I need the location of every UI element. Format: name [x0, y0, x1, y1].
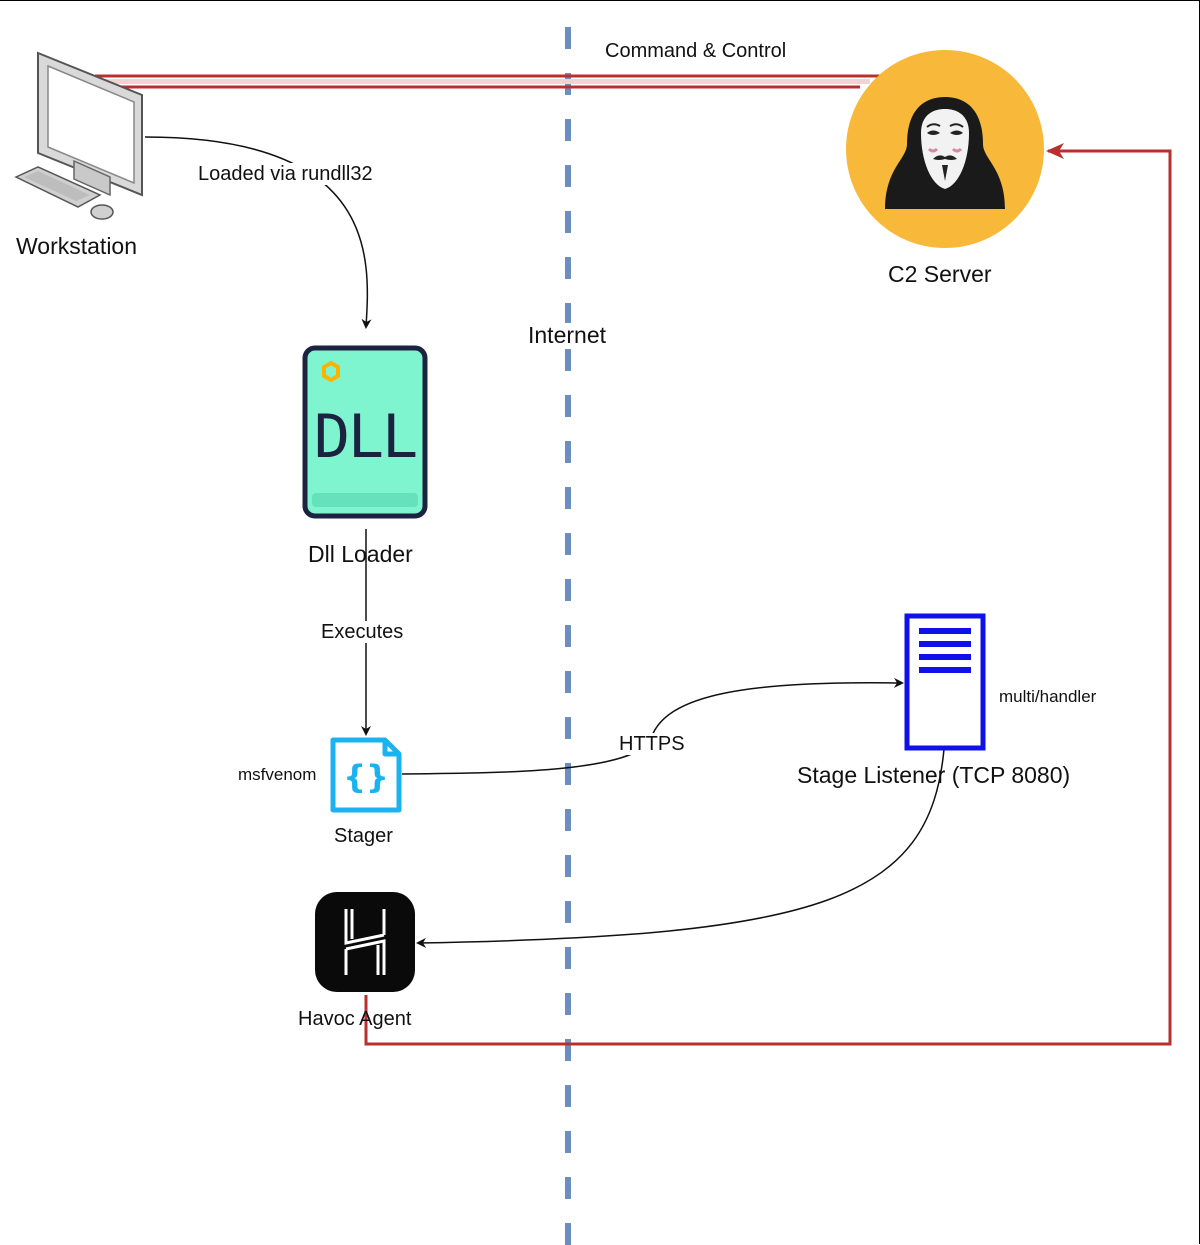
https-label: HTTPS [616, 733, 688, 755]
stager-icon-text: {} [343, 758, 389, 796]
internet-label: Internet [525, 323, 609, 348]
command-and-control-label: Command & Control [605, 40, 787, 62]
stage-listener-node [904, 613, 986, 751]
stager-label: Stager [334, 825, 393, 847]
desktop-computer-icon [14, 51, 143, 220]
dll-loader-node: DLL [302, 345, 428, 519]
loaded-via-rundll32-label: Loaded via rundll32 [195, 163, 376, 185]
code-file-icon: {} [330, 737, 402, 813]
havoc-logo-icon [315, 892, 415, 992]
workstation-node [14, 49, 146, 224]
executes-label: Executes [318, 621, 407, 643]
multi-handler-label: multi/handler [999, 687, 1097, 706]
hooded-hacker-icon [846, 50, 1044, 248]
havoc-agent-node [314, 891, 416, 993]
stager-node: {} [329, 736, 403, 814]
edge-workstation-to-c2 [95, 74, 880, 89]
server-icon [904, 613, 986, 751]
stage-listener-label: Stage Listener (TCP 8080) [797, 762, 1071, 788]
dll-icon-text: DLL [314, 402, 416, 472]
c2-server-label: C2 Server [888, 261, 992, 287]
havoc-agent-label: Havoc Agent [298, 1008, 412, 1030]
edge-stager-to-listener [401, 677, 904, 775]
edge-havoc-to-c2 [364, 143, 1172, 1046]
edge-listener-to-havoc [416, 748, 945, 948]
c2-server-node [845, 49, 1045, 249]
dll-loader-label: Dll Loader [308, 541, 413, 567]
workstation-label: Workstation [16, 233, 138, 259]
edge-workstation-to-dll [144, 136, 372, 329]
dll-file-icon: DLL [302, 345, 428, 519]
msfvenom-label: msfvenom [238, 765, 317, 784]
